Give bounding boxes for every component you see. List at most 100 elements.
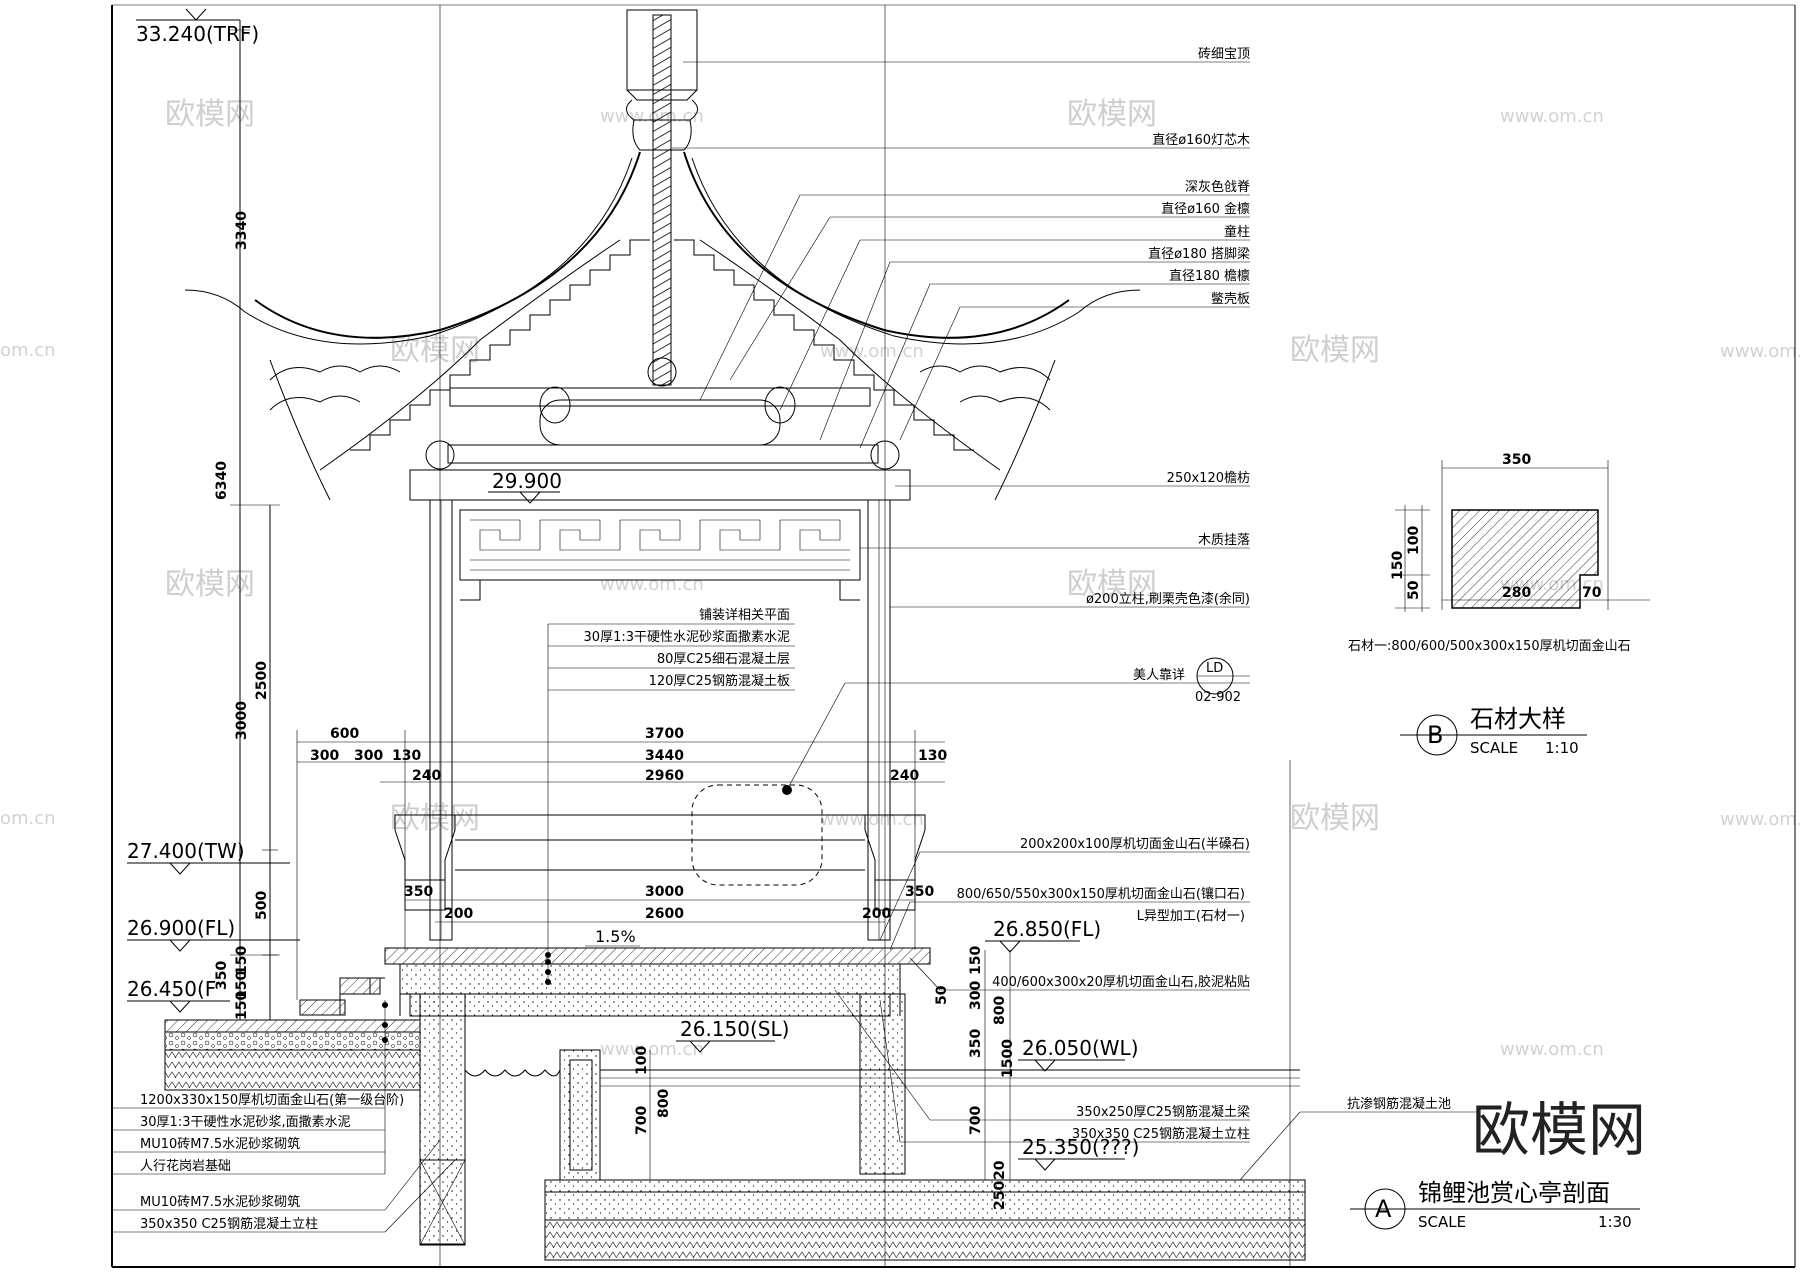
watermark-url: www.om.cn [820,341,924,362]
dim-r-250: 250 [992,1181,1008,1210]
watermark-logo: 欧模网 [1067,567,1157,602]
label-finial: 砖细宝顶 [1198,47,1250,62]
detail-b-150: 150 [1390,551,1406,580]
dim-500: 500 [254,891,270,920]
dim-300b: 300 [354,748,383,764]
dim-r-20: 20 [992,1160,1008,1180]
dim-150c: 150 [234,991,250,1020]
dim-horizontal: 600 300 300 130 3700 3440 130 240 2960 2… [296,726,947,1000]
watermark-url: www.om.cn [1720,809,1800,830]
dim-130b: 130 [918,748,947,764]
columns [429,499,891,941]
detail-b-100: 100 [1406,526,1422,555]
floor-note-2: 30厚1:3干硬性水泥砂浆面撒素水泥 [584,629,790,645]
elevation-fl-left: 26.900(FL) [127,916,235,940]
label-edge-stone: 800/650/550x300x150厚机切面金山石(镶口石) [957,886,1245,902]
dim-r-1500: 1500 [1000,1039,1016,1078]
left-note-1: 1200x330x150厚机切面金山石(第一级台阶) [140,1092,404,1108]
dim-r-300: 300 [968,981,984,1010]
watermark-url: om.cn [0,340,56,361]
elevation-tw: 27.400(TW) [127,839,245,863]
dim-left: 3340 6340 3000 2500 500 150 350 150 150 [214,20,280,1021]
dim-3700: 3700 [645,726,684,742]
dim-300a: 300 [310,748,339,764]
detail-b-title: 石材大样 [1470,705,1566,733]
dim-p-800: 800 [656,1089,672,1118]
section-a-scale-value: 1:30 [1598,1213,1632,1231]
dim-350b: 350 [905,884,934,900]
watermark-url: om.cn [0,808,56,829]
watermark-logo: 欧模网 [165,567,255,602]
dim-3340: 3340 [234,211,250,250]
watermark-logo: 欧模网 [1290,333,1380,368]
foundation [164,947,1306,1261]
dim-3000w: 3000 [645,884,684,900]
watermark-url: www.om.cn [600,574,704,595]
detail-b-350: 350 [1502,452,1531,468]
elevation-ceiling: 29.900 [492,469,562,493]
frame [111,4,1796,1268]
elevation-sl: 26.150(SL) [680,1017,789,1041]
floor-note-4: 120厚C25钢筋混凝土板 [649,673,790,689]
elevation-wl: 26.050(WL) [1022,1036,1139,1060]
floor-note-3: 80厚C25细石混凝土层 [657,651,790,667]
dim-3000: 3000 [234,701,250,740]
dim-6340: 6340 [214,461,230,500]
detail-b-note: 石材一:800/600/500x300x150厚机切面金山石 [1348,638,1631,654]
watermark-logo: 欧模网 [390,801,480,836]
left-note-5: MU10砖M7.5水泥砂浆砌筑 [140,1194,300,1210]
dim-600: 600 [330,726,359,742]
dim-r-800: 800 [992,996,1008,1025]
label-bench: 美人靠详 [1133,668,1185,683]
elevation-step: 26.450(F [127,977,216,1001]
dim-200a: 200 [444,906,473,922]
dim-200b: 200 [862,906,891,922]
label-rc-column: 350x350 C25钢筋混凝土立柱 [1072,1126,1250,1142]
dim-r-350: 350 [968,1029,984,1058]
detail-b-scale-label: SCALE [1470,739,1518,757]
label-l-shape: L异型加工(石材一) [1137,909,1245,924]
detail-b: 350 150 100 50 280 70 石材一:800/600/500x30… [1348,452,1650,757]
watermark-logo: 欧模网 [390,333,480,368]
dim-2600: 2600 [645,906,684,922]
bench [394,784,926,911]
watermark-logo: 欧模网 [165,97,255,132]
dim-350: 350 [214,961,230,990]
detail-b-280: 280 [1502,585,1531,601]
left-note-6: 350x350 C25钢筋混凝土立柱 [140,1216,318,1232]
section-a-title-text: 锦鲤池赏心亭剖面 [1418,1179,1610,1207]
left-note-3: MU10砖M7.5水泥砂浆砌筑 [140,1136,300,1152]
left-note-2: 30厚1:3干硬性水泥砂浆,面撒素水泥 [140,1114,351,1130]
label-beam: 直径ø180 搭脚梁 [1148,246,1250,262]
label-base-stone: 200x200x100厚机切面金山石(半磉石) [1020,836,1250,852]
label-tie-beam: 250x120檐枋 [1167,470,1250,486]
detail-ref-bottom: 02-902 [1195,690,1241,705]
dim-r-150: 150 [968,946,984,975]
pavilion-roof [184,9,1141,601]
dim-right: 150 300 800 50 350 1500 700 250 20 100 7… [634,946,1016,1210]
watermark-url: www.om.cn [600,106,704,127]
label-board: 鳖壳板 [1211,292,1250,307]
dim-240a: 240 [412,768,441,784]
section-a-title: A 锦鲤池赏心亭剖面 SCALE 1:30 [1350,1179,1640,1231]
label-eave-purlin: 直径180 檐檩 [1169,269,1250,284]
watermark-url: www.om.cn [820,809,924,830]
label-cladding: 400/600x300x20厚机切面金山石,胶泥粘贴 [992,974,1250,990]
watermark-logo: 欧模网 [1290,801,1380,836]
elevation-fl-right: 26.850(FL) [993,917,1101,941]
dim-130a: 130 [392,748,421,764]
dim-2500: 2500 [254,661,270,700]
floor-notes: 铺装详相关平面 30厚1:3干硬性水泥砂浆面撒素水泥 80厚C25细石混凝土层 … [545,608,795,985]
dim-240b: 240 [890,768,919,784]
elevation-markers: 33.240(TRF) 27.400(TW) 26.900(FL) 26.450… [127,8,1139,1171]
label-ridge: 深灰色戗脊 [1185,179,1250,195]
elevation-trf: 33.240(TRF) [136,22,259,46]
label-lamp-core: 直径ø160灯芯木 [1152,133,1250,148]
elevation-bottom: 25.350(???) [1022,1135,1139,1159]
dim-2960: 2960 [645,768,684,784]
label-purlin: 直径ø160 金檩 [1161,201,1250,217]
left-note-4: 人行花岗岩基础 [140,1158,231,1174]
label-lattice: 木质挂落 [1198,533,1250,548]
dim-150a: 150 [234,946,250,975]
